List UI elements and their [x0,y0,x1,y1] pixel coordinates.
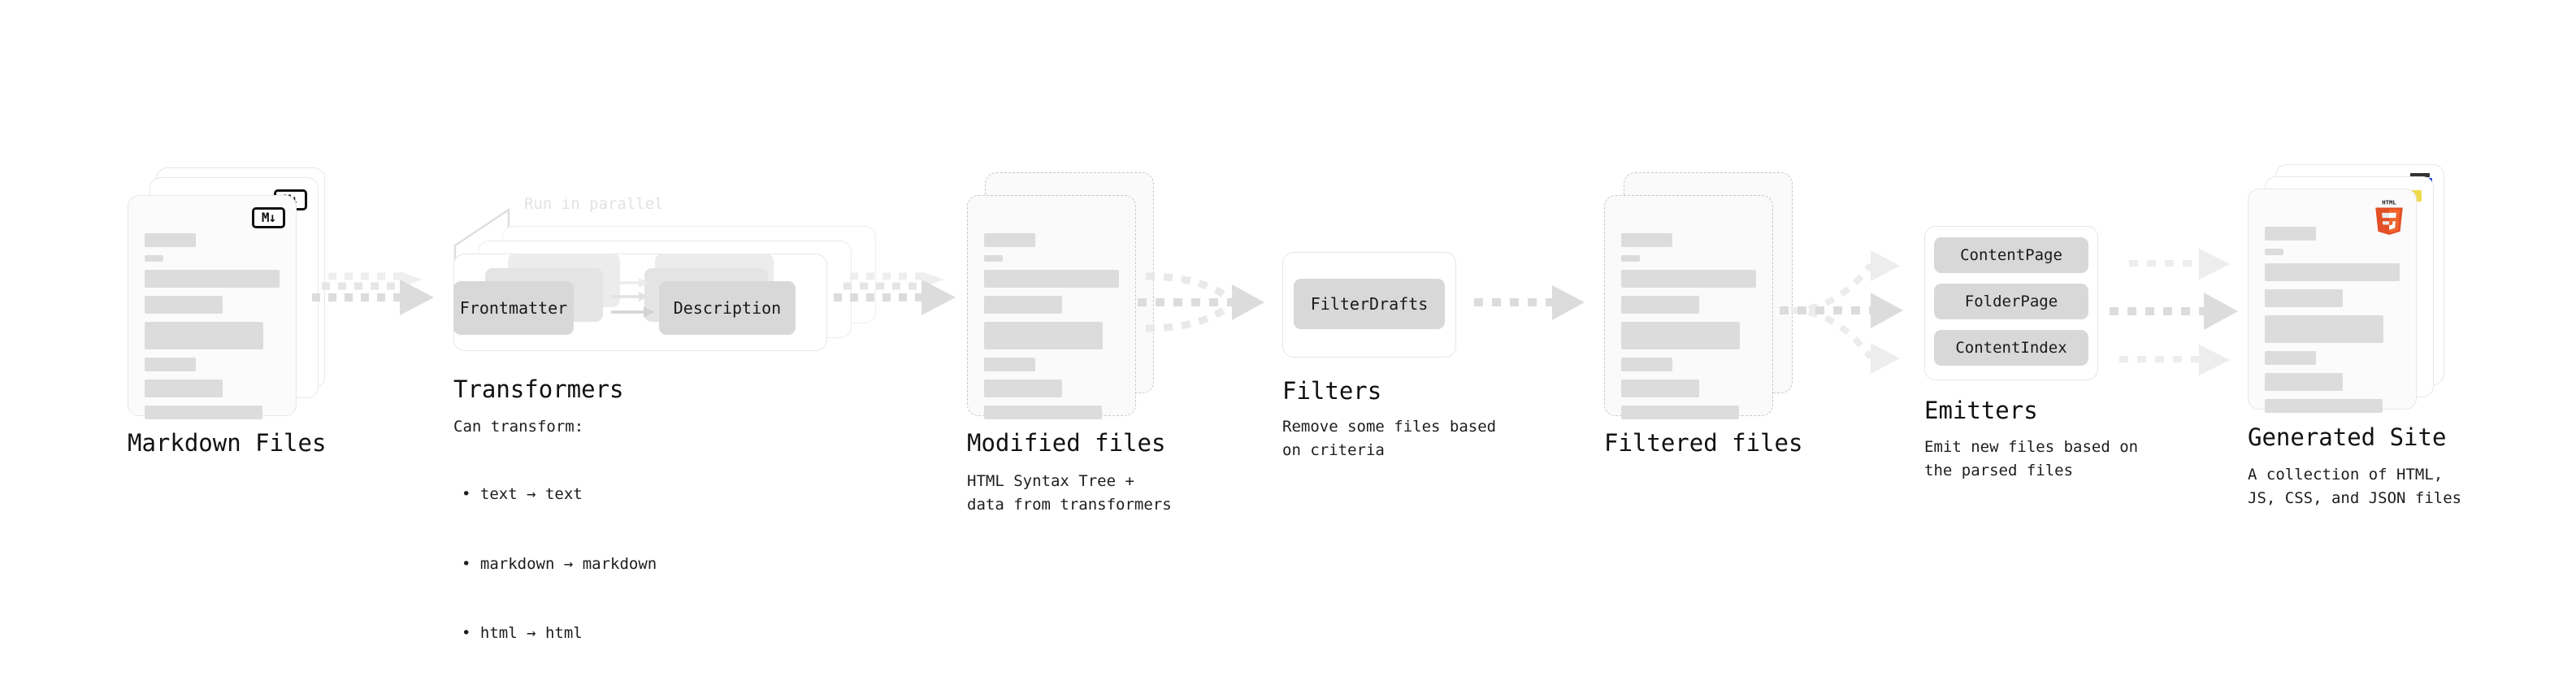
chip-label: ContentIndex [1955,339,2067,357]
connector-emitters-to-site [2110,249,2238,375]
stage-label-markdown-files: Markdown Files [128,429,327,457]
chip-label: Description [673,298,782,318]
transformers-description: Can transform: [453,418,584,436]
run-in-parallel-label: Run in parallel [524,195,664,213]
placeholder-bars [984,233,1121,427]
stage-label-transformers: Transformers [453,375,624,403]
connector-filtered-to-emitters [1780,250,1903,374]
emitter-chip-contentpage[interactable]: ContentPage [1934,237,2088,273]
svg-text:HTML: HTML [2382,198,2396,206]
connector-transformers-to-modified [834,271,956,315]
modified-files-description: HTML Syntax Tree + data from transformer… [967,472,1172,514]
connector-modified-to-filters [1138,272,1264,332]
stage-label-generated-site: Generated Site [2248,423,2447,451]
stage-label-emitters: Emitters [1924,397,2038,424]
emitter-chip-contentindex[interactable]: ContentIndex [1934,330,2088,366]
list-item: • text → text [462,485,583,503]
list-item: • markdown → markdown [462,554,657,573]
chip-label: FilterDrafts [1310,294,1429,314]
stage-label-modified-files: Modified files [967,429,1166,457]
emitters-description: Emit new files based on the parsed files [1924,438,2139,479]
filters-description: Remove some files based on criteria [1282,418,1497,459]
filtered-card-front [1604,195,1773,419]
connector-markdown-to-transformers [312,271,434,315]
filter-chip-filterdrafts[interactable]: FilterDrafts [1294,279,1445,329]
placeholder-bars [2265,227,2401,421]
modified-card-front [967,195,1136,419]
transformer-chip-frontmatter[interactable]: Frontmatter [453,281,574,335]
chip-label: ContentPage [1960,246,2062,264]
list-item: • html → html [462,624,583,642]
markdown-badge-icon: M↓ [252,207,285,228]
chip-label: Frontmatter [459,298,568,318]
transformer-internal-arrows [611,278,655,318]
markdown-card-front: M↓ [128,195,297,419]
chip-label: FolderPage [1964,293,2058,310]
run-in-parallel-bracket [453,207,510,260]
site-card-front: HTML [2248,189,2417,413]
placeholder-bars [145,233,281,427]
html5-badge-icon: HTML [2375,198,2403,235]
placeholder-bars [1621,233,1758,427]
stage-label-filters: Filters [1282,377,1382,405]
connector-filters-to-filtered [1474,285,1585,320]
generated-site-description: A collection of HTML, JS, CSS, and JSON … [2248,466,2462,507]
emitter-chip-folderpage[interactable]: FolderPage [1934,284,2088,319]
transformer-chip-description[interactable]: Description [659,281,796,335]
stage-label-filtered-files: Filtered files [1604,429,1803,457]
transformers-bullet-list: • text → text • markdown → markdown • ht… [462,436,657,681]
